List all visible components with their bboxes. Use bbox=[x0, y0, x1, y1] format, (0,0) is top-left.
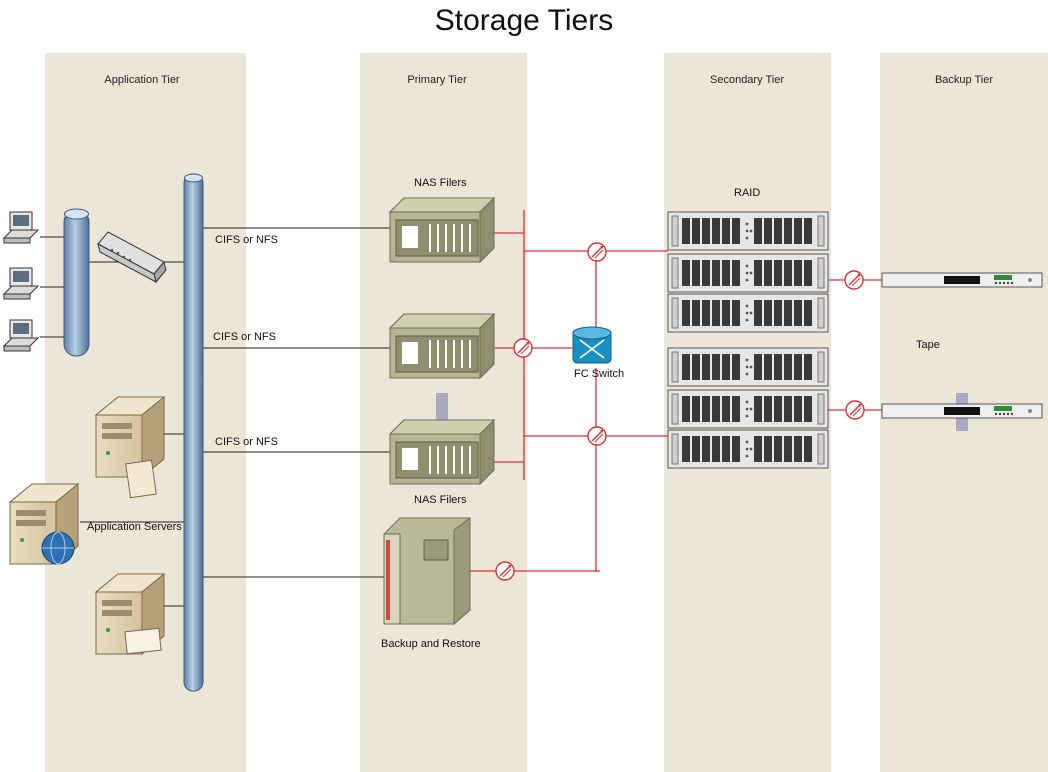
application-servers bbox=[9, 396, 165, 655]
cifs-nfs-label-2: CIFS or NFS bbox=[213, 331, 276, 343]
tape-units bbox=[881, 272, 1043, 431]
network-hub bbox=[97, 231, 167, 284]
application-servers-label: Application Servers bbox=[87, 521, 182, 533]
backup-restore-server bbox=[383, 517, 471, 626]
nas-filers bbox=[389, 197, 495, 485]
backup-restore-label: Backup and Restore bbox=[381, 638, 481, 650]
tier-label-backup: Backup Tier bbox=[934, 74, 994, 86]
network-backbones bbox=[63, 173, 204, 692]
nas-filers-label-bottom: NAS Filers bbox=[414, 494, 467, 506]
workstations bbox=[3, 211, 39, 352]
tier-label-primary: Primary Tier bbox=[407, 74, 467, 86]
raid-label: RAID bbox=[734, 187, 761, 199]
tier-label-application: Application Tier bbox=[104, 74, 180, 86]
nas-filers-label-top: NAS Filers bbox=[414, 177, 467, 189]
tier-label-secondary: Secondary Tier bbox=[710, 74, 784, 86]
fc-switch-label: FC Switch bbox=[574, 368, 625, 380]
cifs-nfs-label-1: CIFS or NFS bbox=[215, 234, 278, 246]
cifs-nfs-label-3: CIFS or NFS bbox=[215, 436, 278, 448]
tape-label: Tape bbox=[916, 339, 940, 351]
fc-switch bbox=[572, 326, 612, 364]
diagram-title: Storage Tiers bbox=[434, 4, 614, 37]
ethernet-links bbox=[40, 227, 390, 607]
